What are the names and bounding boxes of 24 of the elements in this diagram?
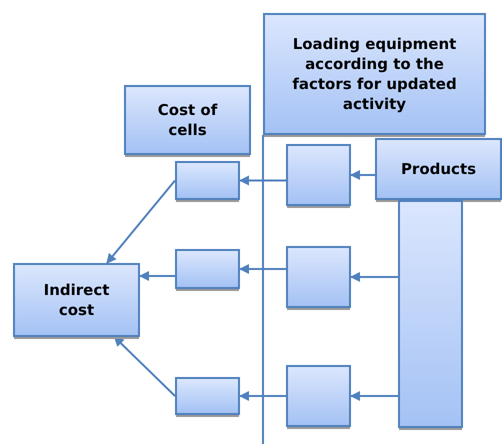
empty-box — [175, 161, 240, 200]
arrow — [239, 264, 286, 274]
process-box — [13, 263, 140, 337]
empty-box — [286, 365, 351, 427]
empty-box — [175, 377, 240, 415]
empty-box — [286, 246, 351, 308]
arrow — [350, 272, 398, 282]
arrow — [350, 170, 375, 180]
node-label: Loading equipment according to the factors for updated activity — [291, 34, 458, 115]
node-label: Products — [400, 159, 478, 180]
empty-box — [175, 249, 240, 289]
arrow — [114, 336, 176, 397]
arrow — [106, 180, 176, 264]
arrow — [139, 271, 175, 281]
node-label: Indirect cost — [42, 280, 110, 321]
process-box — [375, 138, 502, 200]
arrow — [239, 176, 286, 186]
empty-box — [286, 144, 351, 206]
node-label: Cost of cells — [156, 100, 218, 141]
empty-box — [398, 200, 463, 428]
arrow — [350, 391, 398, 401]
arrow — [239, 391, 286, 401]
process-box — [124, 85, 251, 155]
process-box — [263, 13, 486, 135]
